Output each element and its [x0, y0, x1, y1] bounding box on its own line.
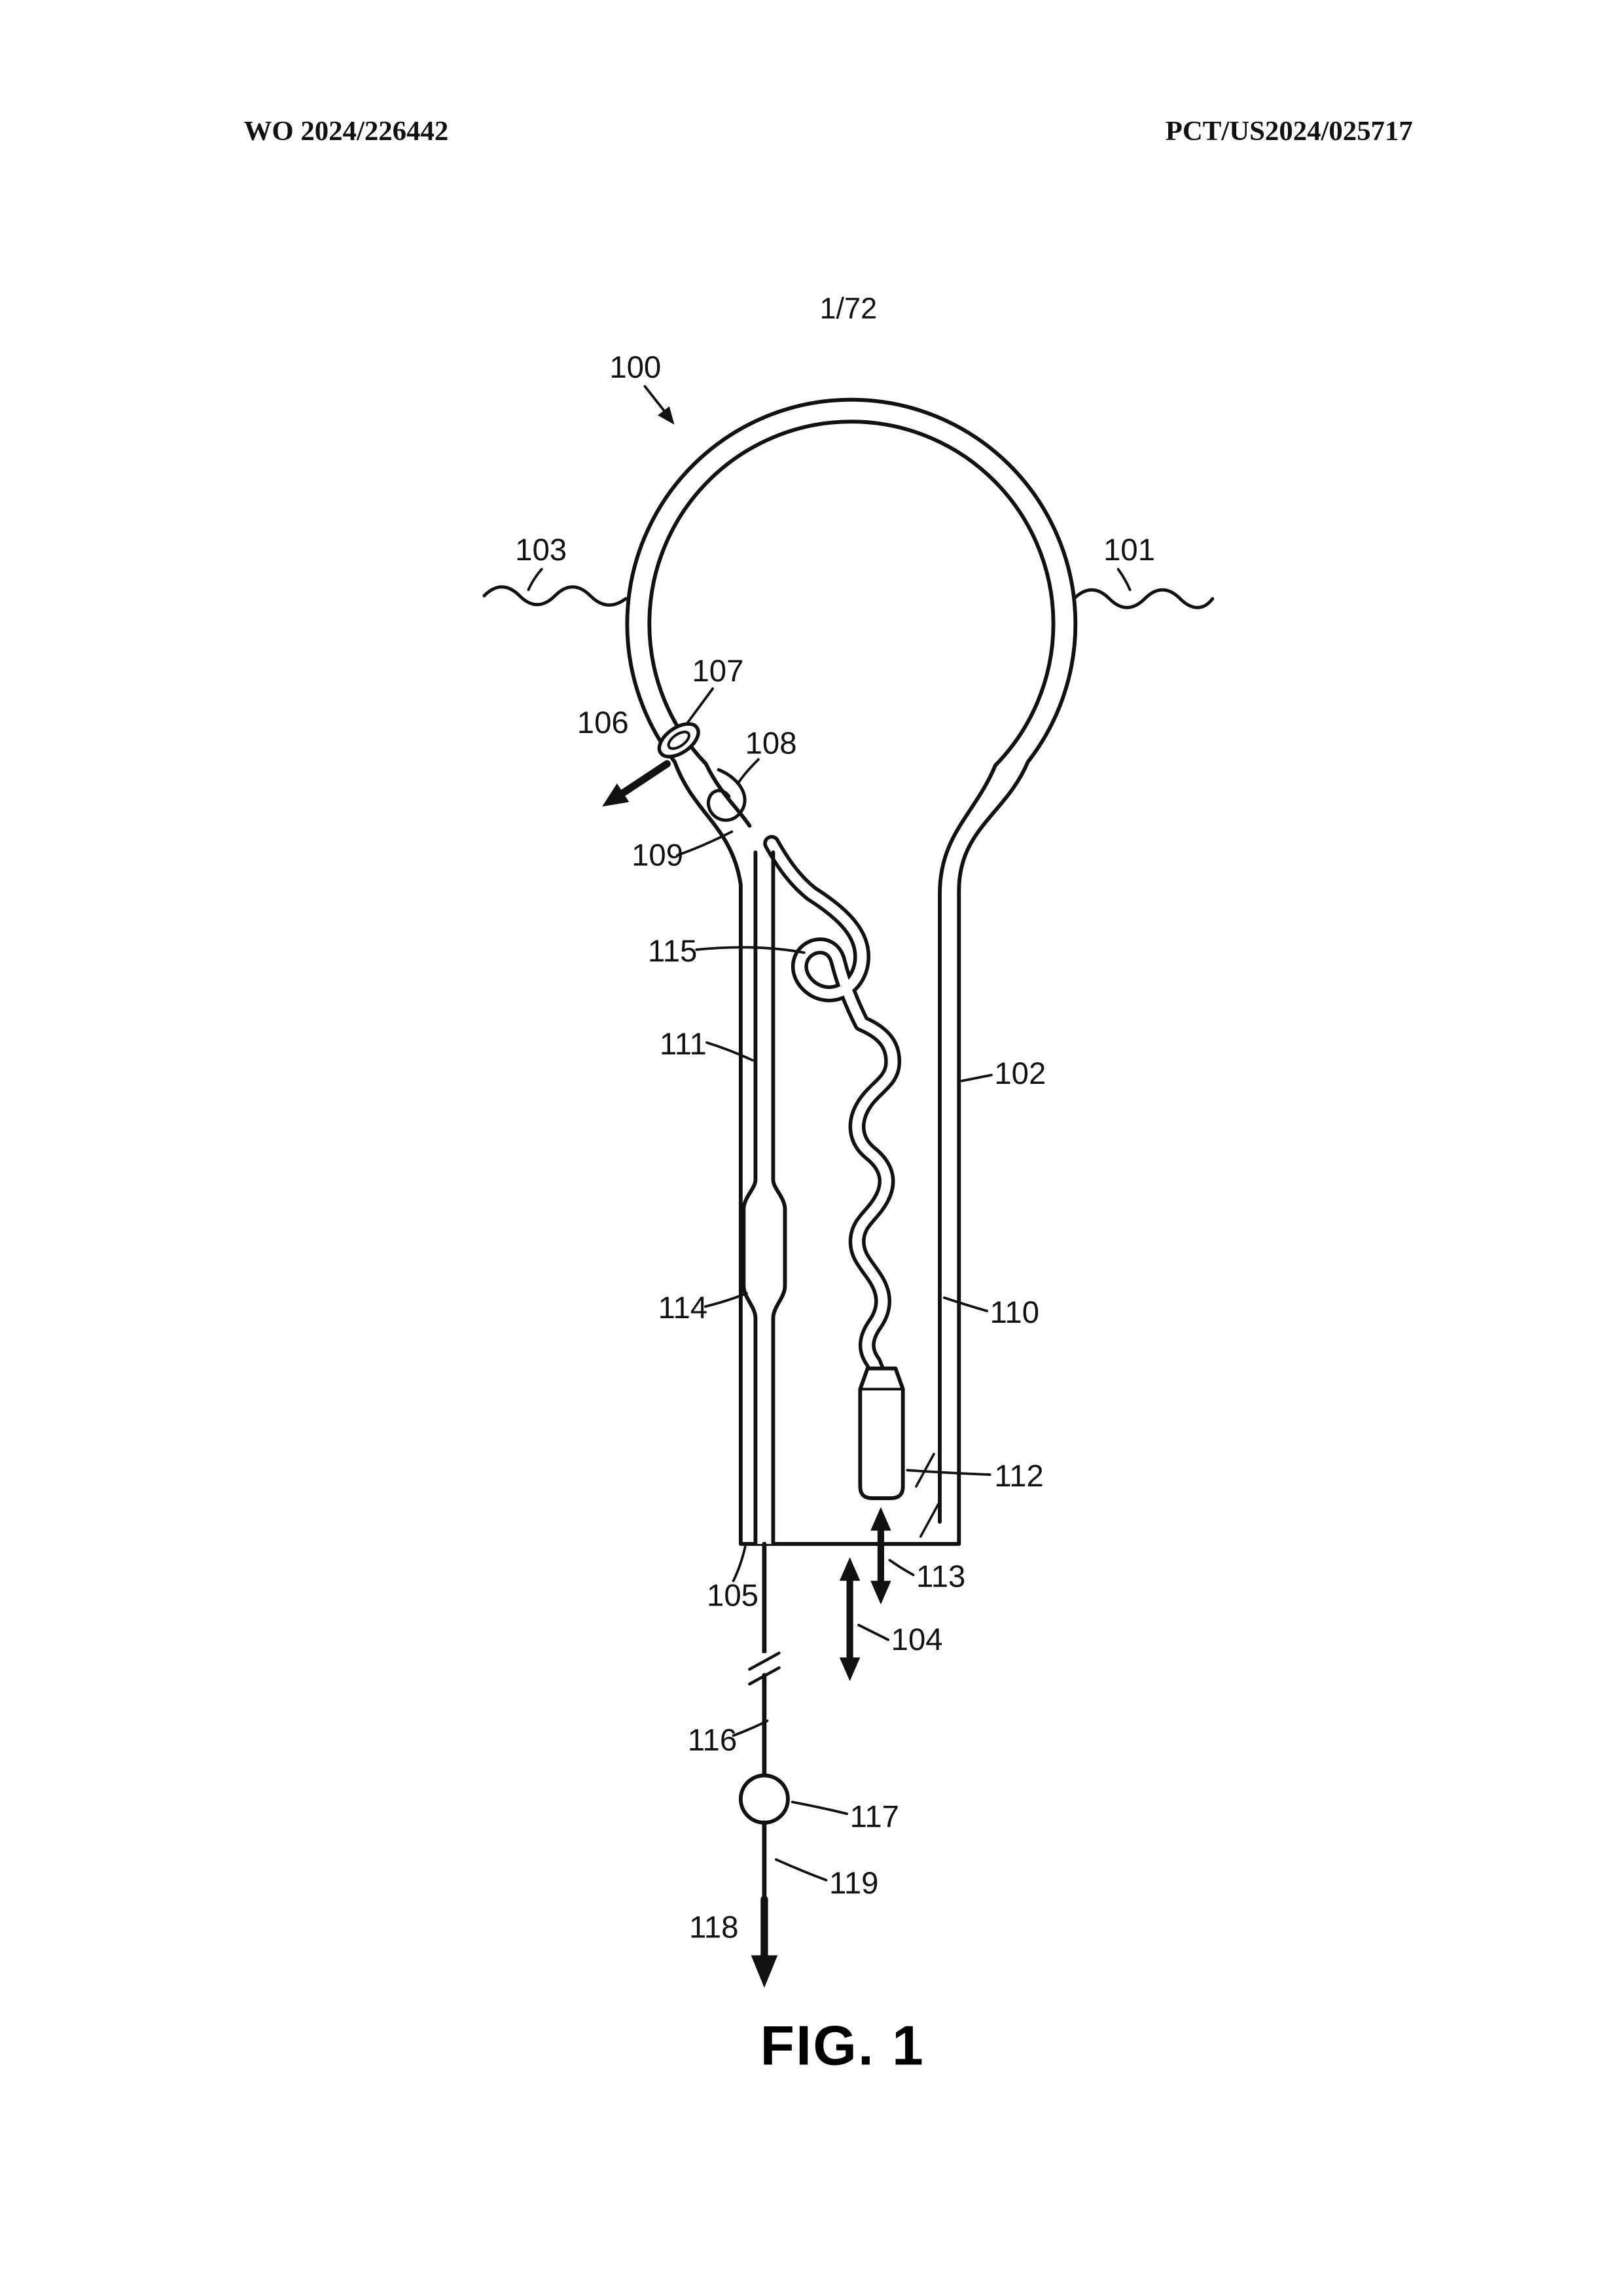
ref-label-117: 117: [850, 1800, 899, 1835]
ref-label-107: 107: [692, 654, 744, 689]
tether-ball: [738, 1773, 790, 1825]
waterline-left: [482, 585, 628, 607]
ref-label-113: 113: [916, 1559, 965, 1594]
ref-label-115: 115: [648, 934, 697, 969]
flow-arrow-104: [839, 1557, 861, 1681]
valve-inner-ring: [667, 730, 690, 750]
ref-label-101: 101: [1103, 533, 1155, 567]
leader-119: [775, 1858, 828, 1882]
ref-label-109: 109: [632, 838, 683, 873]
leader-102: [960, 1073, 993, 1083]
inner-tube-fill: [743, 863, 785, 1544]
drawing: [482, 385, 1215, 1988]
leader-107: [686, 687, 714, 724]
page-header: WO 2024/226442 PCT/US2024/025717 1/72: [244, 116, 1413, 325]
waterline-right: [1072, 588, 1215, 609]
leader-116: [732, 1719, 769, 1737]
reference-labels: 100 103 101 106 107 108 109 115 111 102 …: [515, 350, 1155, 1945]
sheet-index: 1/72: [819, 292, 877, 325]
ref-label-119: 119: [829, 1866, 878, 1901]
publication-number: WO 2024/226442: [244, 116, 449, 147]
coiled-tube-lumen: [766, 838, 898, 1382]
leader-117: [791, 1801, 848, 1816]
deploy-arrow: [751, 1895, 778, 1988]
balloon-outer-outline: [625, 397, 1078, 1546]
balloon-inner-wall: [647, 420, 1056, 1524]
tether-break-slash-1: [748, 1651, 781, 1671]
valve: [657, 722, 700, 759]
electrode-capsule: [858, 1366, 905, 1501]
leader-104: [857, 1623, 890, 1641]
ref-label-111: 111: [660, 1027, 707, 1062]
ref-label-110: 110: [990, 1295, 1039, 1330]
ref-label-108: 108: [745, 726, 797, 761]
ref-label-100: 100: [609, 350, 661, 385]
leader-lines: [527, 385, 1132, 1882]
leader-103: [527, 567, 543, 592]
leader-112: [906, 1469, 991, 1476]
shading-tick-lower: [919, 1503, 940, 1538]
relief-curl: [706, 768, 747, 822]
figure-caption: FIG. 1: [760, 2014, 925, 2077]
inner-tube-right-wall: [771, 850, 787, 1546]
leader-110: [942, 1296, 989, 1312]
leader-105: [732, 1545, 747, 1583]
ref-label-102: 102: [994, 1056, 1046, 1091]
ref-label-103: 103: [515, 533, 567, 567]
leader-115: [695, 946, 806, 954]
ref-label-105: 105: [707, 1579, 758, 1613]
application-number: PCT/US2024/025717: [1166, 116, 1413, 147]
leader-111: [705, 1041, 754, 1062]
ref-label-116: 116: [688, 1723, 737, 1757]
ref-label-112: 112: [994, 1459, 1043, 1494]
inner-tube-left-wall: [741, 850, 758, 1546]
leader-108: [738, 758, 760, 783]
leader-101: [1116, 567, 1132, 592]
leader-109: [676, 830, 734, 857]
coiled-tube-outline: [763, 834, 901, 1386]
vent-arrow: [602, 760, 671, 807]
ref-label-114: 114: [658, 1291, 707, 1325]
flow-arrow-113: [870, 1507, 891, 1605]
ref-label-106: 106: [577, 706, 629, 740]
leader-114: [704, 1292, 748, 1308]
leader-100: [643, 385, 675, 425]
leader-113: [888, 1558, 915, 1577]
ref-label-118: 118: [689, 1910, 738, 1945]
ref-label-104: 104: [891, 1623, 943, 1657]
